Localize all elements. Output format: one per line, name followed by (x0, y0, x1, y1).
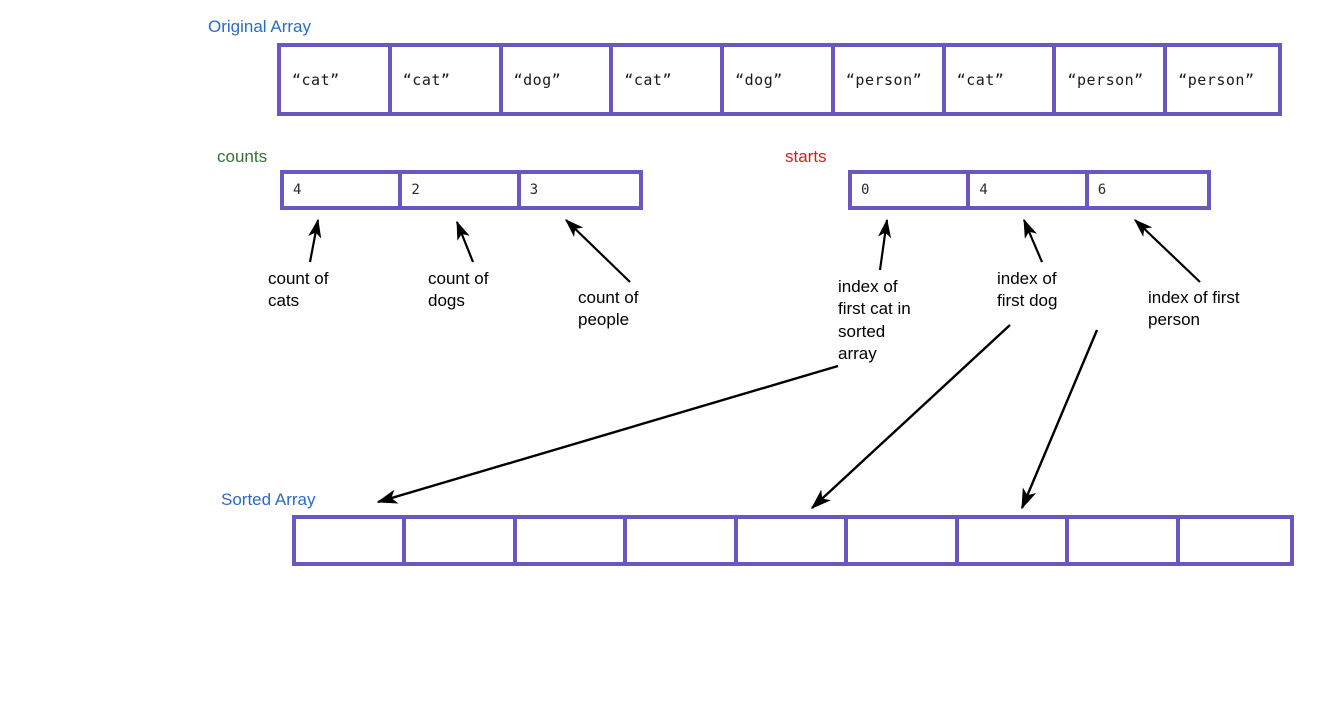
cell-value: 3 (529, 182, 539, 198)
original-array-label: Original Array (208, 17, 311, 36)
sorted-array-cell (296, 519, 407, 562)
original-array-cell: “cat” (945, 47, 1057, 112)
arrow-first-cat-to-sorted-array (376, 364, 839, 504)
cell-value: “cat” (624, 70, 672, 89)
starts-label: starts (785, 147, 827, 166)
counts-array-cell: 3 (520, 174, 639, 206)
cell-value: “cat” (956, 70, 1005, 89)
sorted-array-cell (958, 519, 1070, 562)
original-array-cell: “cat” (281, 47, 392, 112)
original-array-cell: “dog” (724, 47, 835, 112)
cell-value: “cat” (292, 70, 340, 89)
starts-array-cell: 4 (970, 174, 1089, 206)
annotation-index-first-person: index of first person (1148, 288, 1240, 330)
original-array: “cat” “cat” “dog” “cat” “dog” “person” “… (277, 43, 1282, 116)
arrow-count-of-dogs (455, 220, 475, 263)
sorted-array (292, 515, 1294, 566)
arrow-index-first-cat (878, 218, 892, 271)
cell-value: 2 (411, 182, 420, 198)
cell-value: 0 (861, 182, 870, 198)
cell-value: “person” (1178, 70, 1255, 89)
counts-array-cell: 2 (402, 174, 521, 206)
annotation-index-first-dog: index of first dog (997, 269, 1058, 311)
sorted-array-cell (406, 519, 517, 562)
sorted-array-cell (848, 519, 959, 562)
sorted-array-cell (627, 519, 738, 562)
original-array-cell: “person” (1056, 47, 1168, 112)
original-array-cell: “cat” (613, 47, 725, 112)
cell-value: 4 (293, 182, 302, 198)
arrow-index-first-dog (1022, 218, 1044, 263)
starts-array-cell: 0 (852, 174, 971, 206)
original-array-cell: “cat” (391, 47, 503, 112)
original-array-cell: “person” (834, 47, 946, 112)
annotation-index-first-cat: index of first cat in sorted array (838, 277, 911, 364)
cell-value: “person” (1067, 70, 1144, 89)
counts-label: counts (217, 147, 268, 166)
annotation-count-of-cats: count of cats (268, 269, 329, 311)
starts-array: 0 4 6 (848, 170, 1211, 210)
sorted-array-cell (737, 519, 849, 562)
arrow-count-of-cats (308, 218, 322, 263)
counts-array-cell: 4 (284, 174, 403, 206)
cell-value: “cat” (402, 70, 451, 89)
sorted-array-cell (516, 519, 628, 562)
original-array-cell: “dog” (502, 47, 614, 112)
annotation-count-of-dogs: count of dogs (428, 269, 489, 311)
cell-value: “dog” (735, 70, 783, 89)
original-array-cell: “person” (1167, 47, 1278, 112)
cell-value: 4 (979, 182, 988, 198)
arrow-index-first-person (1134, 219, 1201, 283)
annotation-count-of-people: count of people (578, 288, 639, 330)
sorted-array-cell (1069, 519, 1180, 562)
arrow-first-person-to-sorted-array (1020, 329, 1099, 510)
sorted-array-cell (1179, 519, 1291, 562)
arrow-count-of-people (565, 219, 631, 283)
cell-value: 6 (1097, 182, 1107, 198)
counts-array: 4 2 3 (280, 170, 643, 210)
cell-value: “dog” (513, 70, 562, 89)
sorted-array-label: Sorted Array (221, 490, 316, 509)
cell-value: “person” (845, 70, 923, 89)
starts-array-cell: 6 (1088, 174, 1207, 206)
